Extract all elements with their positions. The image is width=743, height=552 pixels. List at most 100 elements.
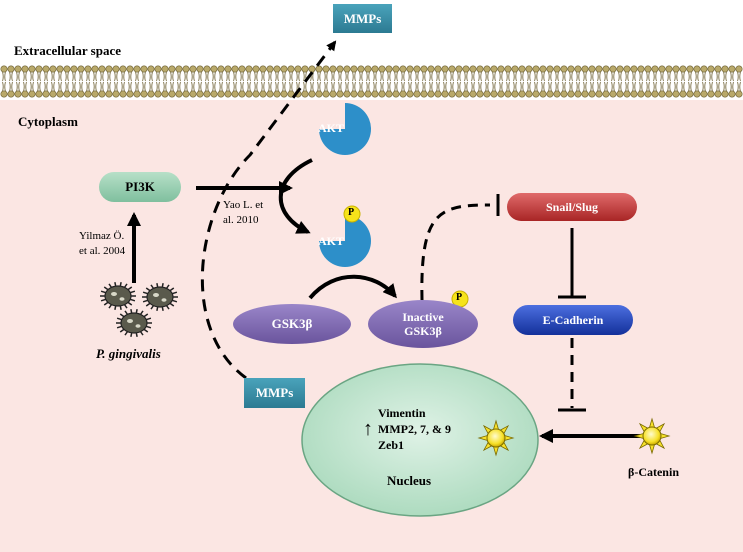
lipid-head-top <box>273 65 281 73</box>
lipid-tail-top <box>359 71 363 82</box>
lipid-tail-top <box>37 71 41 82</box>
lipid-tail-bottom <box>604 81 608 92</box>
lipid-tail-top <box>611 71 615 82</box>
lipid-tail-bottom <box>702 81 706 92</box>
lipid-head-top <box>462 65 470 73</box>
lipid-tail-bottom <box>219 81 223 92</box>
lipid-head-bottom <box>238 90 246 98</box>
lipid-head-top <box>280 65 288 73</box>
lipid-head-top <box>42 65 50 73</box>
lipid-tail-bottom <box>163 81 167 92</box>
lipid-tail-top <box>275 71 279 82</box>
pi3k-node: PI3K <box>99 172 181 202</box>
lipid-head-bottom <box>693 90 701 98</box>
lipid-head-bottom <box>301 90 309 98</box>
lipid-tail-bottom <box>359 81 363 92</box>
lipid-tail-bottom <box>261 81 265 92</box>
lipid-head-top <box>448 65 456 73</box>
lipid-tail-top <box>716 71 720 82</box>
lipid-head-bottom <box>539 90 547 98</box>
beta-catenin-icon <box>633 417 671 455</box>
inactive-gsk3b-line2: GSK3β <box>404 324 442 338</box>
lipid-tail-bottom <box>191 81 195 92</box>
lipid-tail-bottom <box>394 81 398 92</box>
lipid-head-bottom <box>105 90 113 98</box>
lipid-head-bottom <box>217 90 225 98</box>
extracellular-label: Extracellular space <box>14 43 121 58</box>
lipid-tail-bottom <box>310 81 314 92</box>
lipid-head-top <box>518 65 526 73</box>
lipid-head-top <box>371 65 379 73</box>
lipid-tail-top <box>443 71 447 82</box>
lipid-head-bottom <box>84 90 92 98</box>
lipid-tail-bottom <box>597 81 601 92</box>
lipid-tail-bottom <box>555 81 559 92</box>
lipid-head-bottom <box>707 90 715 98</box>
lipid-tail-top <box>212 71 216 82</box>
lipid-tail-bottom <box>282 81 286 92</box>
lipid-head-top <box>231 65 239 73</box>
lipid-tail-bottom <box>464 81 468 92</box>
beta-catenin-in-nucleus-icon <box>477 419 515 457</box>
lipid-head-top <box>175 65 183 73</box>
lipid-tail-bottom <box>44 81 48 92</box>
sun-core <box>486 428 506 448</box>
lipid-tail-bottom <box>660 81 664 92</box>
lipid-tail-top <box>429 71 433 82</box>
lipid-tail-top <box>149 71 153 82</box>
lipid-head-bottom <box>455 90 463 98</box>
lipid-head-bottom <box>483 90 491 98</box>
lipid-head-top <box>105 65 113 73</box>
lipid-head-top <box>483 65 491 73</box>
lipid-head-bottom <box>567 90 575 98</box>
lipid-head-top <box>357 65 365 73</box>
lipid-head-top <box>343 65 351 73</box>
lipid-head-top <box>392 65 400 73</box>
gene-mmps: MMP2, 7, & 9 <box>378 422 451 436</box>
lipid-tail-bottom <box>352 81 356 92</box>
lipid-tail-bottom <box>450 81 454 92</box>
bacterium-body <box>146 286 174 308</box>
lipid-tail-bottom <box>471 81 475 92</box>
lipid-head-top <box>602 65 610 73</box>
lipid-head-top <box>56 65 64 73</box>
lipid-tail-bottom <box>170 81 174 92</box>
lipid-head-top <box>294 65 302 73</box>
lipid-tail-bottom <box>303 81 307 92</box>
lipid-head-bottom <box>231 90 239 98</box>
lipid-head-bottom <box>189 90 197 98</box>
lipid-tail-top <box>674 71 678 82</box>
beta-catenin-label: β-Catenin <box>628 465 679 479</box>
lipid-tail-bottom <box>730 81 734 92</box>
lipid-tail-top <box>296 71 300 82</box>
lipid-head-bottom <box>161 90 169 98</box>
lipid-head-bottom <box>378 90 386 98</box>
lipid-tail-top <box>114 71 118 82</box>
lipid-head-top <box>546 65 554 73</box>
lipid-head-top <box>525 65 533 73</box>
lipid-head-bottom <box>126 90 134 98</box>
lipid-head-top <box>511 65 519 73</box>
lipid-tail-bottom <box>681 81 685 92</box>
akt-phospho-circle <box>343 205 361 223</box>
lipid-tail-top <box>373 71 377 82</box>
lipid-head-top <box>161 65 169 73</box>
mmps-bottom-box: MMPs <box>244 378 305 408</box>
lipid-tail-bottom <box>331 81 335 92</box>
lipid-tail-bottom <box>114 81 118 92</box>
gene-zeb1: Zeb1 <box>378 438 405 452</box>
lipid-tail-bottom <box>2 81 6 92</box>
lipid-tail-top <box>730 71 734 82</box>
lipid-head-top <box>329 65 337 73</box>
lipid-tail-top <box>527 71 531 82</box>
bacterium-body <box>120 312 148 334</box>
lipid-head-bottom <box>168 90 176 98</box>
lipid-tail-bottom <box>499 81 503 92</box>
lipid-head-top <box>182 65 190 73</box>
lipid-tail-bottom <box>366 81 370 92</box>
lipid-tail-bottom <box>723 81 727 92</box>
lipid-head-top <box>315 65 323 73</box>
upregulation-arrow: ↑ <box>363 418 373 440</box>
lipid-head-bottom <box>623 90 631 98</box>
lipid-head-bottom <box>553 90 561 98</box>
